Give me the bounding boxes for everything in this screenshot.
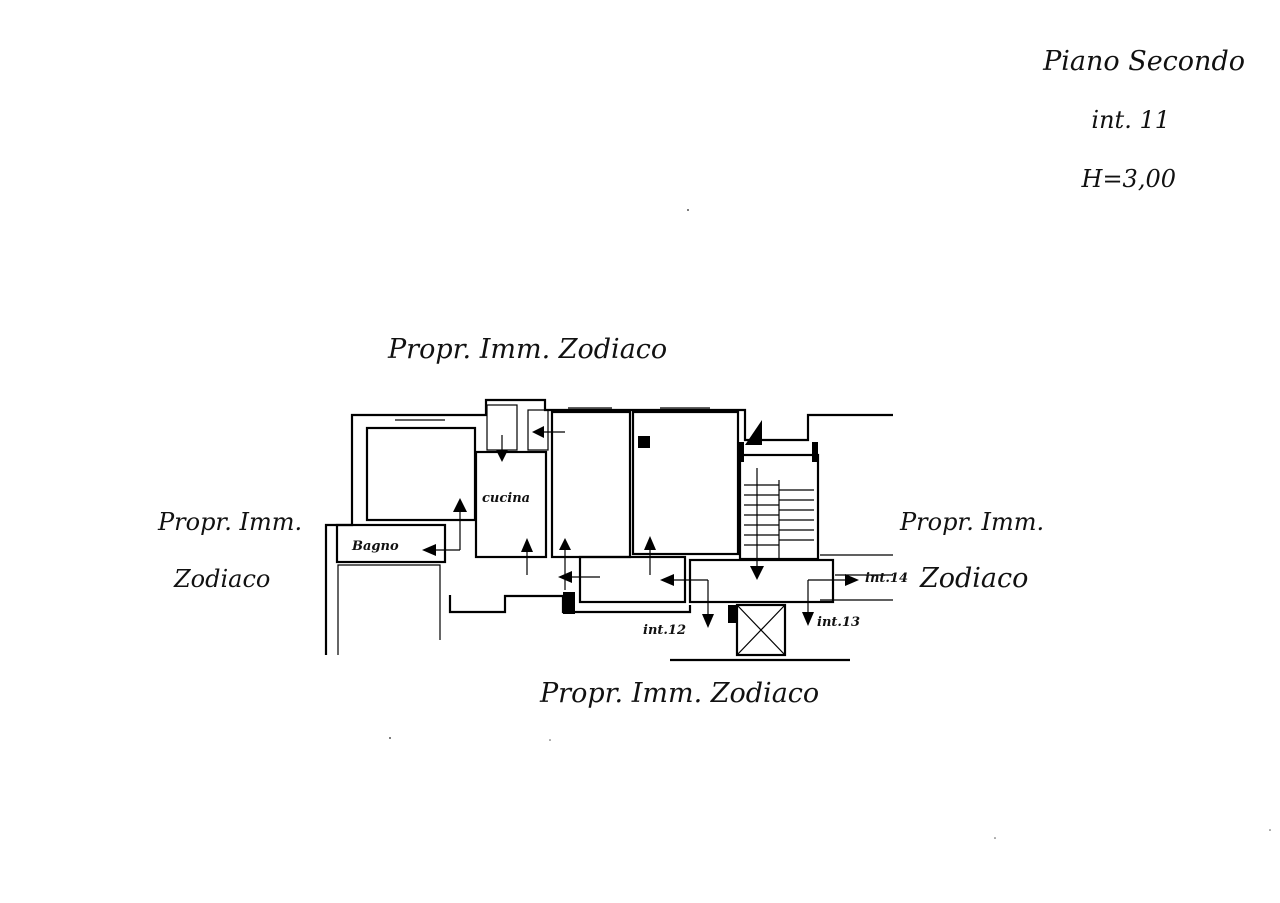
neighbor-label-bottom: Propr. Imm. Zodiaco [539, 678, 819, 709]
unit-label-12: int.12 [643, 623, 686, 638]
room-bathroom: Bagno [335, 523, 447, 564]
stairwell [738, 420, 820, 561]
room-middle [550, 407, 632, 559]
hallway [563, 555, 835, 614]
ceiling-height: H=3,00 [1081, 165, 1176, 193]
neighbor-label-left-1: Propr. Imm. [157, 508, 302, 536]
room-large [631, 407, 740, 556]
neighbor-label-right-1: Propr. Imm. [899, 508, 1044, 536]
room-label-bathroom: Bagno [351, 539, 399, 554]
neighbor-label-right-2: Zodiaco [919, 563, 1028, 594]
scan-speckles [389, 209, 1271, 839]
neighbor-label-left-2: Zodiaco [173, 565, 270, 593]
unit-number: int. 11 [1091, 106, 1170, 134]
door-arrows [422, 426, 859, 628]
room-kitchen: cucina [474, 404, 549, 559]
room-label-kitchen: cucina [482, 491, 530, 506]
unit-label-13: int.13 [817, 615, 860, 630]
neighbor-label-top: Propr. Imm. Zodiaco [387, 334, 667, 365]
floor-title: Piano Secondo [1042, 46, 1245, 77]
elevator-shaft [728, 603, 787, 657]
unit-label-14: int.14 [865, 571, 908, 586]
